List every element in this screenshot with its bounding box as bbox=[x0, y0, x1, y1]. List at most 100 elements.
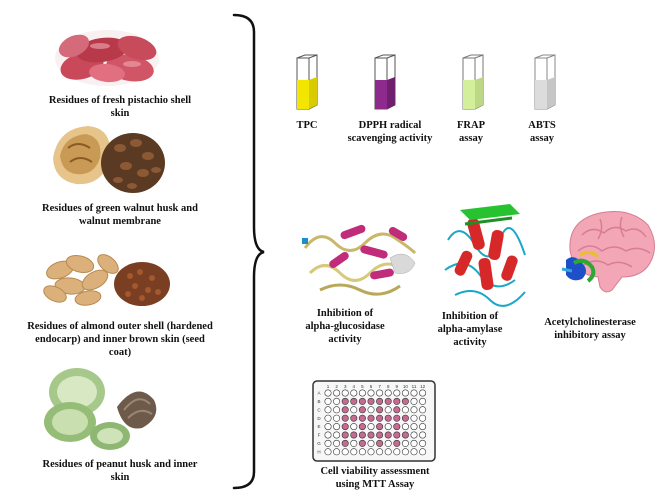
plate-well bbox=[367, 414, 375, 422]
plate-well bbox=[419, 397, 427, 405]
plate-well bbox=[384, 414, 392, 422]
plate-row-label: G bbox=[317, 441, 321, 446]
plate-well bbox=[393, 397, 401, 405]
plate-well bbox=[341, 423, 349, 431]
plate-well bbox=[376, 423, 384, 431]
plate-well bbox=[410, 397, 418, 405]
plate-well bbox=[419, 431, 427, 439]
plate-well bbox=[410, 448, 418, 456]
plate-column-label: 5 bbox=[361, 384, 364, 389]
plate-well bbox=[401, 439, 409, 447]
plate-well bbox=[324, 439, 332, 447]
plate-well bbox=[410, 439, 418, 447]
walnut-image bbox=[53, 126, 165, 193]
plate-well bbox=[393, 439, 401, 447]
plate-well bbox=[341, 414, 349, 422]
peanut-image bbox=[44, 368, 157, 450]
plate-well bbox=[333, 389, 341, 397]
plate-column-label: 8 bbox=[387, 384, 390, 389]
plate-well bbox=[350, 414, 358, 422]
plate-well bbox=[376, 414, 384, 422]
plate-well bbox=[333, 431, 341, 439]
plate-well bbox=[410, 389, 418, 397]
plate-column-label: 9 bbox=[396, 384, 399, 389]
plate-well bbox=[324, 448, 332, 456]
plate-well bbox=[358, 423, 366, 431]
plate-well bbox=[376, 406, 384, 414]
plate-column-label: 3 bbox=[344, 384, 347, 389]
plate-well bbox=[358, 431, 366, 439]
plate-well bbox=[350, 423, 358, 431]
plate-well bbox=[376, 431, 384, 439]
plate-row-label: B bbox=[317, 399, 320, 404]
plate-well bbox=[384, 431, 392, 439]
plate-row-label: A bbox=[317, 391, 320, 396]
enzyme-label-glucosidase: Inhibition of alpha-glucosidase activity bbox=[305, 308, 385, 345]
plate-well bbox=[419, 389, 427, 397]
plate-well bbox=[341, 389, 349, 397]
plate-well bbox=[358, 406, 366, 414]
plate-well bbox=[350, 448, 358, 456]
plate-row-label: E bbox=[317, 424, 320, 429]
plate-well bbox=[333, 423, 341, 431]
plate-well bbox=[384, 406, 392, 414]
plate-well bbox=[393, 431, 401, 439]
plate-well bbox=[419, 423, 427, 431]
plate-column-label: 4 bbox=[353, 384, 356, 389]
plate-well bbox=[358, 389, 366, 397]
plate-well bbox=[367, 406, 375, 414]
plate-row-label: F bbox=[318, 433, 321, 438]
plate-well bbox=[350, 439, 358, 447]
plate-column-label: 2 bbox=[335, 384, 338, 389]
plate-column-label: 6 bbox=[370, 384, 373, 389]
plate-well bbox=[350, 397, 358, 405]
plate-well bbox=[367, 439, 375, 447]
plate-well bbox=[419, 406, 427, 414]
plate-well bbox=[324, 414, 332, 422]
plate-well bbox=[384, 448, 392, 456]
plate-well bbox=[358, 439, 366, 447]
plate-well bbox=[358, 414, 366, 422]
assay-label-frap: FRAP assay bbox=[457, 120, 485, 144]
plate-well bbox=[419, 414, 427, 422]
cell-assay-label: Cell viability assessment using MTT Assa… bbox=[320, 466, 430, 490]
plate-well bbox=[401, 397, 409, 405]
plate-well bbox=[341, 397, 349, 405]
plate-well bbox=[376, 439, 384, 447]
plate-well bbox=[419, 448, 427, 456]
alpha-amylase-structure-icon bbox=[444, 204, 526, 307]
plate-well bbox=[384, 423, 392, 431]
plate-well bbox=[410, 406, 418, 414]
brain-acetylcholinesterase-icon bbox=[561, 211, 655, 293]
plate-well bbox=[401, 423, 409, 431]
plate-well bbox=[333, 397, 341, 405]
enzyme-label-amylase: Inhibition of alpha-amylase activity bbox=[437, 311, 503, 348]
plate-well bbox=[419, 439, 427, 447]
cuvette-abts bbox=[534, 54, 556, 110]
grouping-brace bbox=[232, 13, 265, 490]
plate-well bbox=[401, 448, 409, 456]
plate-well bbox=[393, 406, 401, 414]
cuvette-tpc bbox=[296, 54, 318, 110]
plate-well bbox=[393, 423, 401, 431]
residue-label-walnut: Residues of green walnut husk and walnut… bbox=[42, 203, 198, 227]
plate-well bbox=[324, 389, 332, 397]
plate-column-label: 1 bbox=[327, 384, 330, 389]
enzyme-label-acetylcholinesterase: Acetylcholinesterase inhibitory assay bbox=[544, 317, 636, 341]
plate-well bbox=[333, 414, 341, 422]
assay-label-dpph: DPPH radical scavenging activity bbox=[347, 120, 433, 144]
plate-well bbox=[341, 431, 349, 439]
plate-row-label: D bbox=[317, 416, 321, 421]
pistachio-image bbox=[55, 30, 159, 86]
plate-column-label: 10 bbox=[403, 384, 409, 389]
plate-well bbox=[393, 414, 401, 422]
plate-well bbox=[367, 389, 375, 397]
plate-well bbox=[324, 431, 332, 439]
plate-well bbox=[324, 423, 332, 431]
plate-well bbox=[384, 397, 392, 405]
plate-well bbox=[384, 439, 392, 447]
cuvette-frap bbox=[462, 54, 484, 110]
residue-label-pistachio: Residues of fresh pistachio shell skin bbox=[48, 95, 192, 119]
plate-well bbox=[401, 406, 409, 414]
